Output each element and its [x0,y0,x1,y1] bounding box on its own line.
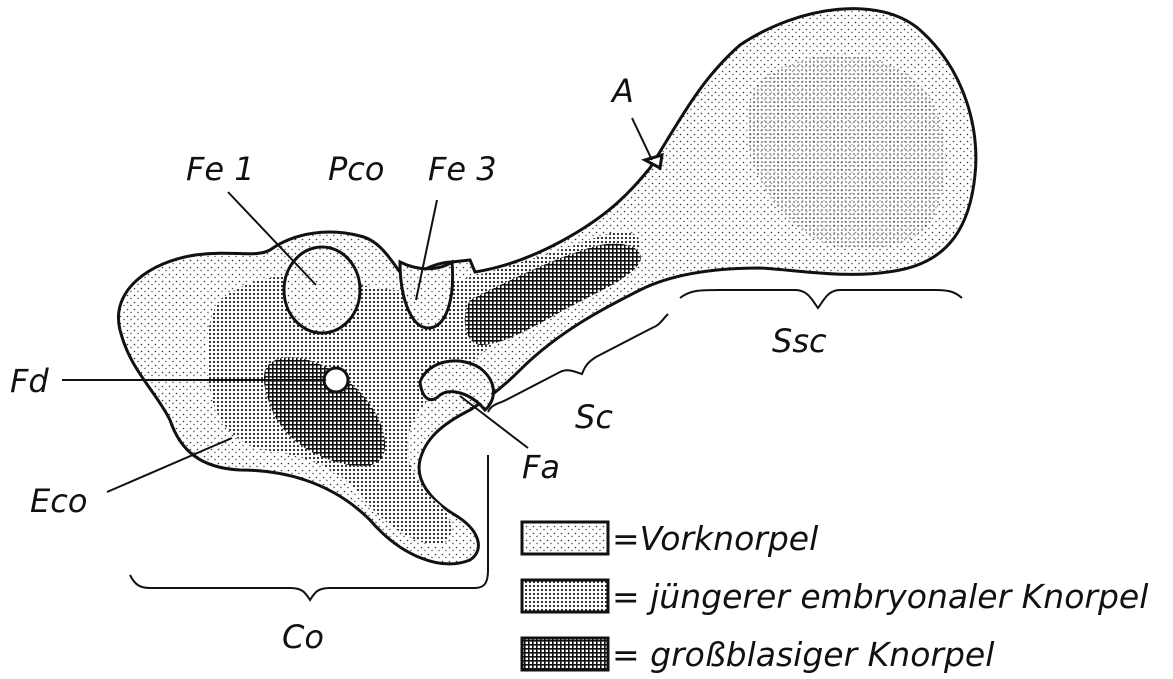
legend-swatch-fine-dots [522,522,608,554]
legend-label-3: = großblasiger Knorpel [612,635,994,674]
legend-label-2: = jüngerer embryonaler Knorpel [612,577,1148,616]
a-leader [632,118,652,160]
legend-label-1: =Vorknorpel [612,519,818,558]
label-fe3: Fe 3 [428,150,497,188]
a-notch [645,155,662,168]
label-fa: Fa [522,448,560,486]
fa-leader [460,396,528,448]
legend: =Vorknorpel = jüngerer embryonaler Knorp… [522,519,1148,674]
label-sc: Sc [575,398,613,436]
label-co: Co [282,618,324,656]
legend-swatch-medium-dots [522,580,608,612]
label-eco: Eco [30,482,87,520]
fd-foramen [324,368,348,392]
label-fd: Fd [10,362,49,400]
label-ssc: Ssc [772,322,827,360]
label-fe1: Fe 1 [186,150,255,188]
ssc-brace [680,290,962,308]
label-a: A [610,72,634,110]
fe1-foramen [284,247,360,333]
legend-swatch-grid [522,638,608,670]
label-pco: Pco [328,150,384,188]
